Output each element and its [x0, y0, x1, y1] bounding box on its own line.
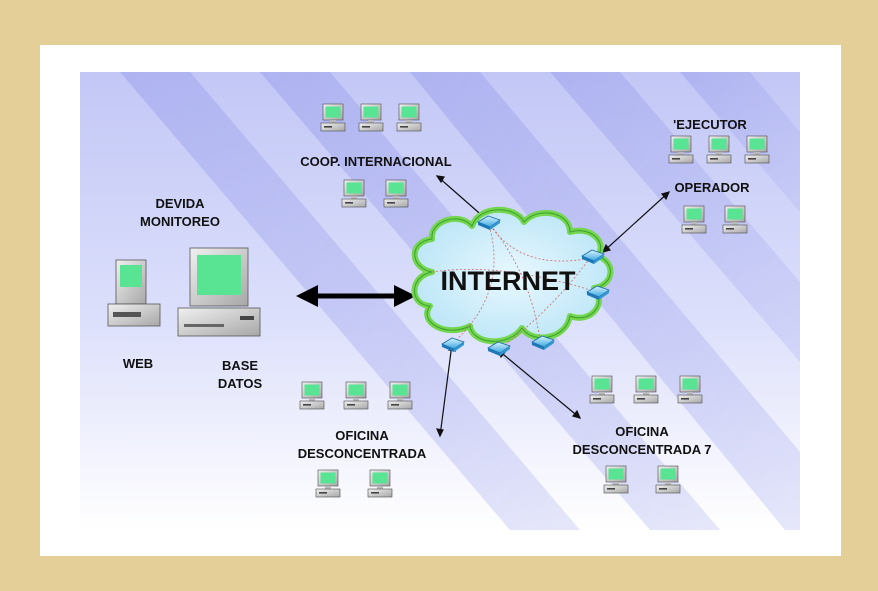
internet-cloud: INTERNET	[411, 206, 614, 351]
devida-title-line2: MONITOREO	[140, 214, 220, 229]
computer-icon	[343, 381, 369, 410]
computer-icon	[668, 135, 694, 164]
computer-icon	[315, 469, 341, 498]
computer-icon	[383, 179, 409, 208]
devida-internet-arrow	[296, 285, 416, 307]
computer-icon	[677, 375, 703, 404]
oficina-desconcentrada-node: OFICINA DESCONCENTRADA	[298, 381, 427, 498]
database-server-icon	[177, 247, 261, 337]
operador-label: OPERADOR	[674, 180, 750, 195]
computer-icon	[358, 103, 384, 132]
computer-icon	[655, 465, 681, 494]
coop-internacional-node: COOP. INTERNACIONAL	[300, 103, 452, 208]
ejecutor-operador-node: 'EJECUTOR OPERADOR	[668, 117, 770, 234]
ejecutor-label: 'EJECUTOR	[673, 117, 747, 132]
computer-icon	[320, 103, 346, 132]
computer-icon	[341, 179, 367, 208]
network-diagram: INTERNET DEVIDA MONITOREO WEB BASE DA	[80, 72, 800, 530]
computer-icon	[299, 381, 325, 410]
web-label: WEB	[123, 356, 153, 371]
computer-icon	[633, 375, 659, 404]
oficina7-label-line2: DESCONCENTRADA 7	[573, 442, 712, 457]
computer-icon	[744, 135, 770, 164]
oficina-desconcentrada-7-node: OFICINA DESCONCENTRADA 7	[573, 375, 712, 494]
oficina-label-line2: DESCONCENTRADA	[298, 446, 427, 461]
database-label-line2: DATOS	[218, 376, 263, 391]
devida-node: DEVIDA MONITOREO WEB BASE DATOS	[107, 196, 263, 391]
computer-icon	[387, 381, 413, 410]
internet-label: INTERNET	[441, 266, 577, 296]
computer-icon	[603, 465, 629, 494]
computer-icon	[367, 469, 393, 498]
computer-icon	[681, 205, 707, 234]
oficina7-label-line1: OFICINA	[615, 424, 669, 439]
devida-title-line1: DEVIDA	[155, 196, 205, 211]
computer-icon	[589, 375, 615, 404]
computer-icon	[722, 205, 748, 234]
database-label-line1: BASE	[222, 358, 258, 373]
computer-icon	[396, 103, 422, 132]
oficina-label-line1: OFICINA	[335, 428, 389, 443]
computer-icon	[706, 135, 732, 164]
coop-label: COOP. INTERNACIONAL	[300, 154, 451, 169]
web-server-icon	[107, 259, 161, 327]
